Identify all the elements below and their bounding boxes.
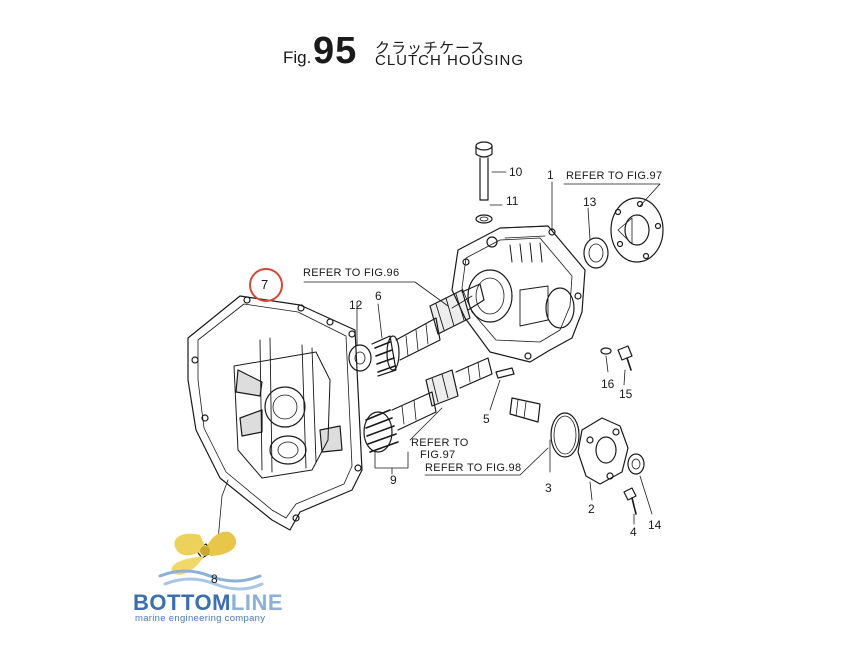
part-4-bolt — [623, 487, 637, 515]
coupling-flange — [610, 197, 664, 263]
part-number-1: 1 — [547, 168, 554, 182]
figure-title-japanese: クラッチケース — [375, 40, 487, 57]
logo-word-part2: LINE — [230, 590, 284, 615]
refer-fig96-label: REFER TO FIG.96 — [303, 267, 400, 279]
company-logo-tagline: marine engineering company — [135, 613, 266, 624]
refer-fig98-label: REFER TO FIG.98 — [425, 462, 522, 474]
part-number-9: 9 — [390, 473, 397, 487]
part-number-6: 6 — [375, 289, 382, 303]
part-14-ring — [627, 453, 645, 475]
part-number-11: 11 — [506, 194, 519, 208]
part-number-8: 8 — [211, 572, 218, 586]
part-number-2: 2 — [588, 502, 595, 516]
part-number-15: 15 — [619, 387, 633, 401]
part-13-oil-seal — [583, 237, 609, 269]
upper-shaft-assembly — [348, 283, 485, 377]
part-number-7: 7 — [261, 277, 269, 292]
part-5-pin — [495, 367, 515, 379]
lower-shaft-assembly — [363, 357, 493, 453]
part-2-pump-body — [577, 417, 629, 485]
figure-number: 95 — [313, 30, 358, 72]
part-15-bolt — [617, 345, 633, 371]
part-number-13: 13 — [583, 195, 597, 209]
part-number-12: 12 — [349, 298, 363, 312]
leader-lines — [217, 171, 661, 541]
refer-fig97-top-label: REFER TO FIG.97 — [566, 170, 663, 182]
figure-prefix: Fig. — [283, 48, 312, 67]
company-logo-wordmark: BOTTOMLINE — [133, 590, 283, 616]
part-number-10: 10 — [509, 165, 523, 179]
logo-propeller-icon — [158, 531, 264, 591]
part-1-clutch-case — [451, 225, 586, 363]
part-number-14: 14 — [648, 518, 662, 532]
part-number-3: 3 — [545, 481, 552, 495]
part-3-o-ring — [550, 412, 580, 458]
refer-fig97-mid-label: FIG.97 — [420, 449, 456, 461]
part-number-16: 16 — [601, 377, 615, 391]
logo-word-part1: BOTTOM — [133, 590, 231, 615]
part-7-highlight-circle — [249, 268, 283, 302]
part-11-washer — [475, 214, 493, 224]
part-number-5: 5 — [483, 412, 490, 426]
part-16-washer — [600, 347, 612, 355]
part-7-housing-plate — [187, 295, 363, 531]
refer-to-label: REFER TO — [411, 437, 469, 449]
pump-shaft — [509, 397, 541, 423]
part-number-4: 4 — [630, 525, 637, 539]
figure-title-english: CLUTCH HOUSING — [375, 52, 525, 69]
part-10-breather-bolt — [475, 141, 493, 201]
